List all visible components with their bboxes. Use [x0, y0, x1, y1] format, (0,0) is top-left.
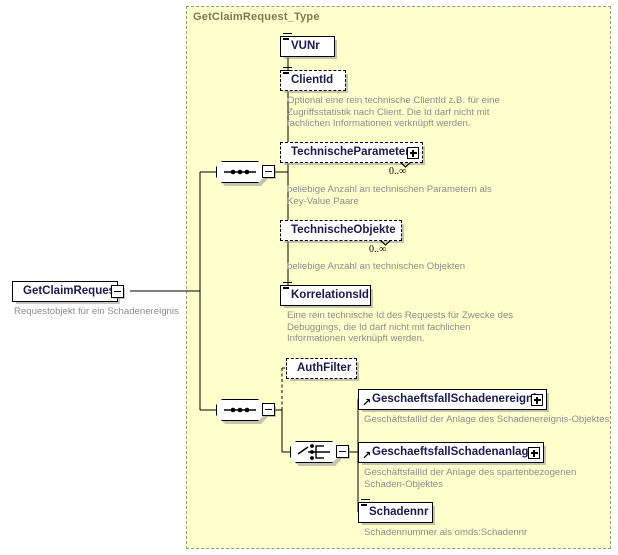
annotation-technischeparameter: beliebige Anzahl an technischen Paramete… [287, 184, 492, 207]
element-technischeparameter[interactable]: TechnischeParameter [280, 142, 423, 163]
element-label: TechnischeParameter [291, 146, 410, 158]
element-label: GeschaeftsfallSchadenereignis [372, 393, 543, 405]
expand-plus-box[interactable] [528, 447, 540, 459]
element-getclaimrequest[interactable]: GetClaimRequest [12, 281, 124, 302]
collapse-minus-box-sequence-top[interactable] [262, 165, 275, 178]
compositor-sequence-top[interactable] [216, 161, 275, 187]
element-geschaeftsfallschadenanlage[interactable]: ↗ GeschaeftsfallSchadenanlage [358, 442, 544, 463]
element-label: AuthFilter [297, 362, 352, 374]
expand-plus-box[interactable] [407, 147, 419, 159]
sequence-icon [224, 407, 256, 413]
reference-arrow-icon: ↗ [362, 450, 372, 462]
element-technischeobjekte[interactable]: TechnischeObjekte [280, 220, 402, 241]
annotation-technischeobjekte: beliebige Anzahl an technischen Objekten [287, 261, 466, 272]
annotation-getclaimrequest: Requestobjekt für ein Schadenereignis [14, 306, 179, 317]
cardinality-technischeobjekte: 0..∞ [369, 244, 387, 255]
element-label: VUNr [291, 40, 320, 52]
choice-icon [297, 444, 330, 460]
attribute-lines-icon [283, 33, 292, 42]
element-label: GeschaeftsfallSchadenanlage [372, 446, 535, 458]
reference-arrow-icon: ↗ [362, 397, 372, 409]
sequence-icon [224, 169, 256, 175]
element-label: KorrelationsId [291, 289, 369, 301]
element-label: Schadennr [369, 506, 429, 518]
compositor-sequence-bottom[interactable] [216, 399, 275, 425]
repeat-chevron-icon [380, 240, 391, 246]
attribute-lines-icon [283, 67, 292, 76]
repeat-chevron-icon [400, 162, 411, 168]
cardinality-technischeparameter: 0..∞ [389, 166, 407, 177]
element-clientid[interactable]: ClientId [280, 67, 346, 91]
attribute-lines-icon [361, 499, 370, 508]
collapse-minus-box-root[interactable] [111, 285, 124, 298]
collapse-minus-box-choice[interactable] [336, 445, 349, 458]
element-korrelationsid[interactable]: KorrelationsId [280, 282, 371, 306]
type-container-title: GetClaimRequest_Type [193, 11, 320, 23]
element-vunr[interactable]: VUNr [280, 33, 335, 57]
annotation-korrelationsid: Eine rein technische Id des Requests für… [287, 310, 514, 345]
element-label: GetClaimRequest [23, 285, 119, 297]
expand-plus-box[interactable] [531, 394, 543, 406]
collapse-minus-box-sequence-bottom[interactable] [262, 403, 275, 416]
compositor-choice[interactable] [290, 441, 349, 467]
annotation-geschaeftsfallschadenereignis: GeschäftsfallId der Anlage des Schadener… [364, 414, 610, 425]
annotation-schadennr: Schadennummer als omds:Schadennr [364, 527, 528, 538]
element-geschaeftsfallschadenereignis[interactable]: ↗ GeschaeftsfallSchadenereignis [358, 389, 547, 410]
element-authfilter[interactable]: AuthFilter [286, 358, 357, 379]
element-label: TechnischeObjekte [291, 224, 396, 236]
annotation-geschaeftsfallschadenanlage: GeschäftsfallId der Anlage des spartenbe… [364, 467, 577, 490]
element-schadennr[interactable]: Schadennr [358, 499, 433, 523]
annotation-clientid: Optional eine rein technische ClientId z… [287, 95, 500, 130]
element-label: ClientId [291, 74, 334, 86]
attribute-lines-icon [283, 282, 292, 291]
